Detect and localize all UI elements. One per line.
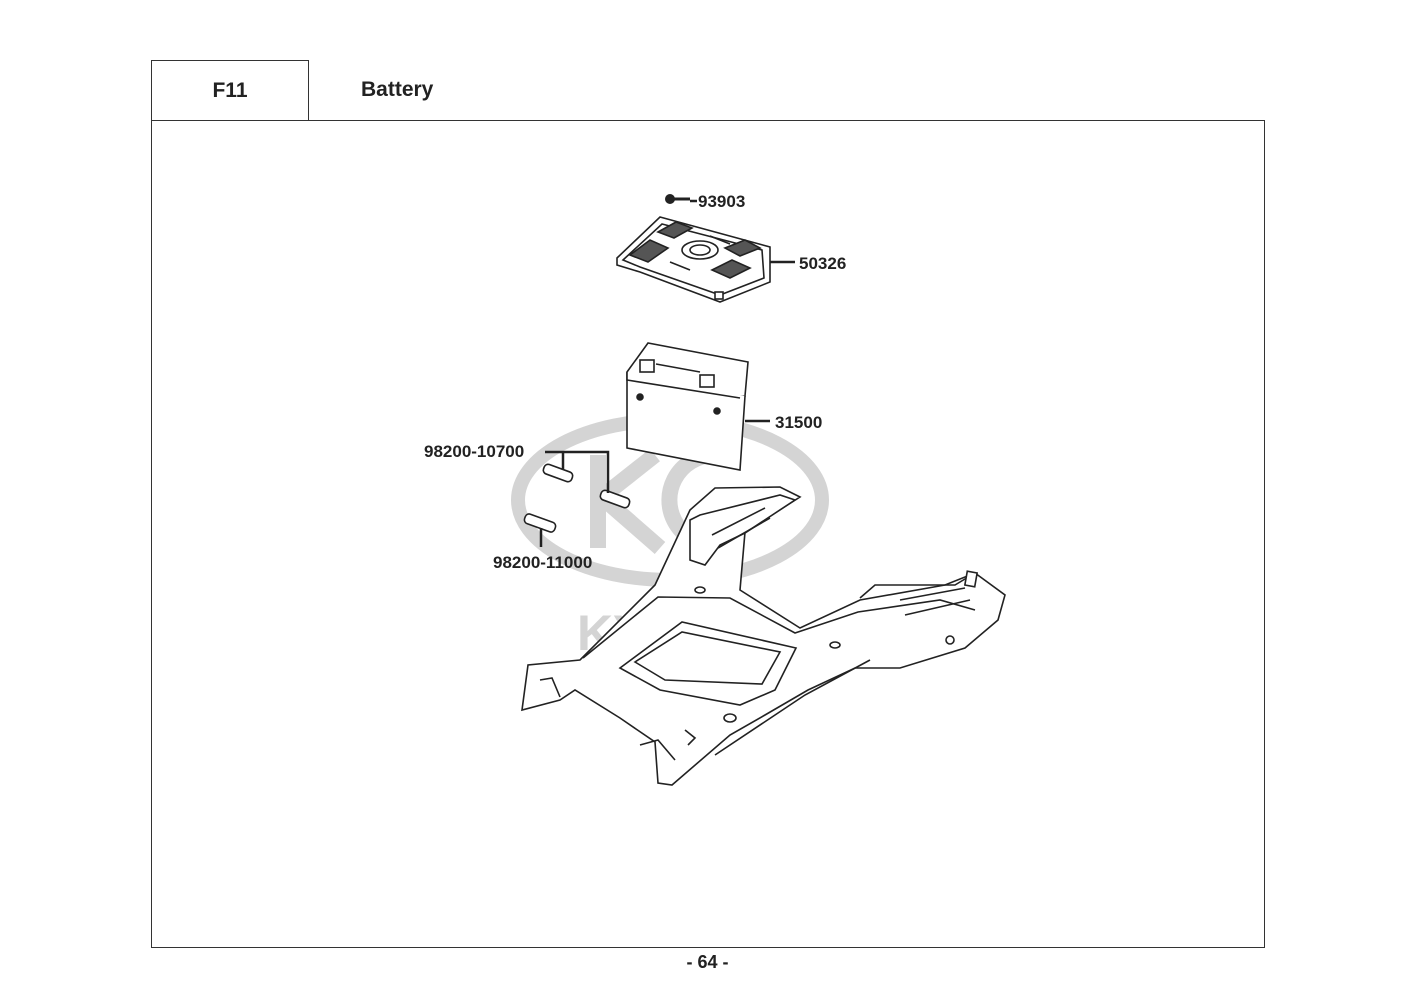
part-number-fuse-b: 98200-11000 bbox=[493, 553, 592, 572]
part-number-battery: 31500 bbox=[775, 413, 822, 432]
section-title: Battery bbox=[361, 78, 434, 101]
section-code: F11 bbox=[151, 60, 309, 120]
diagram-frame bbox=[151, 120, 1265, 948]
leader-lines bbox=[539, 199, 795, 547]
fuse-parts bbox=[523, 463, 631, 533]
battery-part bbox=[626, 342, 749, 471]
part-number-screw: 93903 bbox=[698, 192, 745, 211]
part-number-fuse-a: 98200-10700 bbox=[424, 442, 524, 461]
part-number-battery-cover: 50326 bbox=[799, 254, 846, 273]
battery-cover-part bbox=[616, 216, 771, 303]
screw-part bbox=[665, 194, 690, 204]
floor-panel-part bbox=[521, 486, 1006, 786]
page-number: - 64 - bbox=[686, 952, 729, 972]
